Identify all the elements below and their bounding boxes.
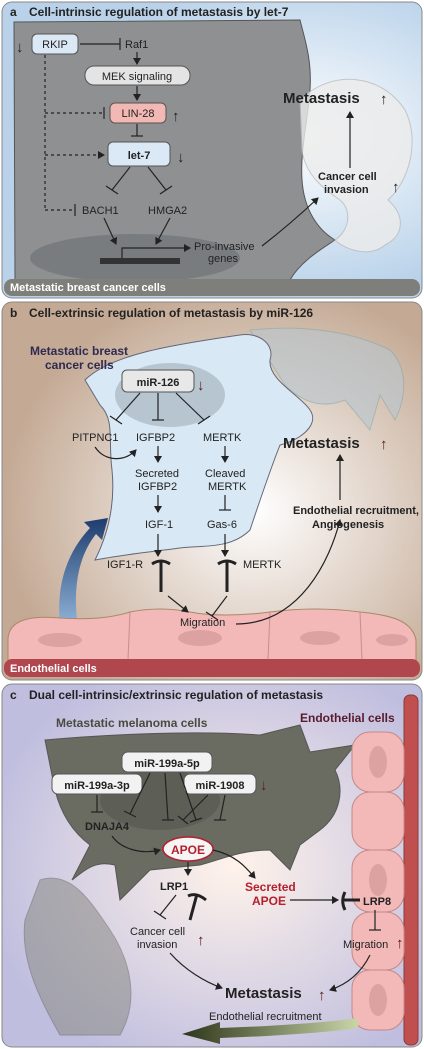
secreted-apoe-label-1: Secreted — [245, 880, 296, 894]
rkip-box — [31, 33, 79, 55]
invasion-label-1: Cancer cell — [318, 171, 377, 183]
dnaja4-label: DNAJA4 — [85, 821, 130, 833]
endo-nucleus — [300, 631, 340, 645]
mir199a5p-label: miR-199a-5p — [134, 758, 200, 770]
raf1-label: Raf1 — [125, 39, 148, 51]
apoe-node — [162, 836, 214, 862]
lrp8-receptor — [341, 891, 360, 911]
igfbp2-label: IGFBP2 — [136, 432, 175, 444]
endo-recruit-label-1: Endothelial recruitment, — [293, 505, 419, 517]
mir199a3p-box — [51, 773, 143, 795]
pitpnc1-label: PITPNC1 — [72, 432, 118, 444]
lin28-up-arrow: ↑ — [172, 108, 180, 125]
mir1908-label: miR-1908 — [196, 780, 245, 792]
panel-a-letter: a — [10, 5, 17, 19]
igf1r-label: IGF1-R — [107, 559, 143, 571]
migration-label-c: Migration — [343, 939, 388, 951]
metastasis-label-c: Metastasis — [225, 985, 302, 1002]
footer-label-a: Metastatic breast cancer cells — [10, 282, 166, 294]
invasion-label-c-1: Cancer cell — [130, 926, 185, 938]
rkip-label: RKIP — [42, 39, 68, 51]
igf1r-receptor — [151, 559, 171, 592]
endo-recruit-label-2: Angiogenesis — [312, 519, 384, 531]
endo-nucleus — [38, 633, 82, 647]
mir126-label: miR-126 — [137, 377, 180, 389]
mirna-down-arrow: ↓ — [260, 777, 268, 794]
endo-nucleus — [376, 634, 408, 646]
lrp8-label: LRP8 — [363, 896, 391, 908]
rkip-down-arrow: ↓ — [16, 39, 24, 56]
cleaved-mertk-label-2: MERTK — [208, 481, 247, 493]
footer-bar-a — [4, 279, 420, 296]
mir126-box — [121, 369, 195, 393]
extravasation-arrow — [59, 518, 108, 640]
invasion-up-arrow-c: ↑ — [197, 932, 205, 949]
gene-bar — [100, 258, 180, 264]
lin28-label: LIN-28 — [121, 108, 154, 120]
panel-a: Metastatic breast cancer cells a Cell-in… — [1, 1, 423, 299]
cells-label-2: cancer cells — [45, 358, 114, 372]
ghost-melanoma-cell — [23, 877, 132, 1036]
lrp1-receptor — [187, 893, 207, 921]
igf1-label: IGF-1 — [145, 519, 173, 531]
panel-c-letter: c — [10, 688, 17, 702]
let7-down-arrow: ↓ — [177, 149, 185, 166]
secreted-apoe-label-2: APOE — [252, 894, 286, 908]
mir199a5p-box — [121, 751, 213, 773]
endothelial-recruitment-arrow — [182, 1018, 358, 1044]
gas6-label: Gas-6 — [207, 519, 237, 531]
cells-label-1: Metastatic breast — [30, 344, 128, 358]
panel-c-title: Dual cell-intrinsic/extrinsic regulation… — [29, 688, 323, 702]
footer-label-b: Endothelial cells — [10, 663, 97, 675]
invasion-label-2: invasion — [324, 184, 369, 196]
lin28-box — [109, 102, 167, 124]
pro-invasive-label-1: Pro-invasive — [194, 241, 255, 253]
secreted-igfbp2-label-2: IGFBP2 — [138, 481, 177, 493]
metastasis-up-arrow-b: ↑ — [380, 436, 388, 453]
mek-label: MEK signaling — [102, 71, 172, 83]
panel-b-letter: b — [10, 306, 17, 320]
mir126-down-arrow: ↓ — [197, 377, 205, 394]
bach1-label: BACH1 — [82, 205, 119, 217]
mertk-receptor-label: MERTK — [243, 559, 282, 571]
panel-c: c Dual cell-intrinsic/extrinsic regulati… — [1, 683, 423, 1048]
mertk-label-b: MERTK — [203, 432, 242, 444]
let7-label: let-7 — [128, 150, 151, 162]
panel-a-title: Cell-intrinsic regulation of metastasis … — [29, 5, 289, 19]
panel-b: b Cell-extrinsic regulation of metastasi… — [1, 301, 423, 681]
metastasis-label-b: Metastasis — [283, 435, 360, 452]
mek-box — [84, 65, 191, 86]
endothelial-label-c: Endothelial cells — [300, 711, 395, 725]
lrp1-label: LRP1 — [160, 881, 188, 893]
vessel-wall — [403, 694, 419, 1046]
mir199a3p-label: miR-199a-3p — [64, 780, 130, 792]
apoe-label: APOE — [171, 843, 205, 857]
invasive-protrusion — [299, 78, 413, 253]
panel-b-title: Cell-extrinsic regulation of metastasis … — [29, 306, 313, 320]
hmga2-label: HMGA2 — [148, 205, 187, 217]
endo-nucleus — [178, 630, 222, 646]
metastasis-up-arrow-a: ↑ — [380, 91, 388, 108]
pro-invasive-label-2: genes — [208, 253, 238, 265]
cleaved-mertk-label-1: Cleaved — [205, 468, 245, 480]
endo-recruit-label-c: Endothelial recruitment — [209, 1011, 322, 1023]
metastasis-up-arrow-c: ↑ — [318, 987, 326, 1004]
mertk-receptor — [217, 559, 237, 592]
melanoma-label: Metastatic melanoma cells — [56, 716, 208, 730]
endothelial-column — [351, 731, 405, 1031]
invasion-up-arrow: ↑ — [392, 179, 400, 196]
invasion-label-c-2: invasion — [137, 939, 177, 951]
metastasis-label-a: Metastasis — [283, 90, 360, 107]
footer-bar-b — [4, 659, 420, 677]
secondary-cell — [249, 327, 405, 432]
secreted-igfbp2-label-1: Secreted — [135, 468, 179, 480]
migration-label-b: Migration — [180, 617, 225, 629]
let7-box — [107, 141, 171, 167]
migration-up-arrow: ↑ — [396, 935, 404, 952]
